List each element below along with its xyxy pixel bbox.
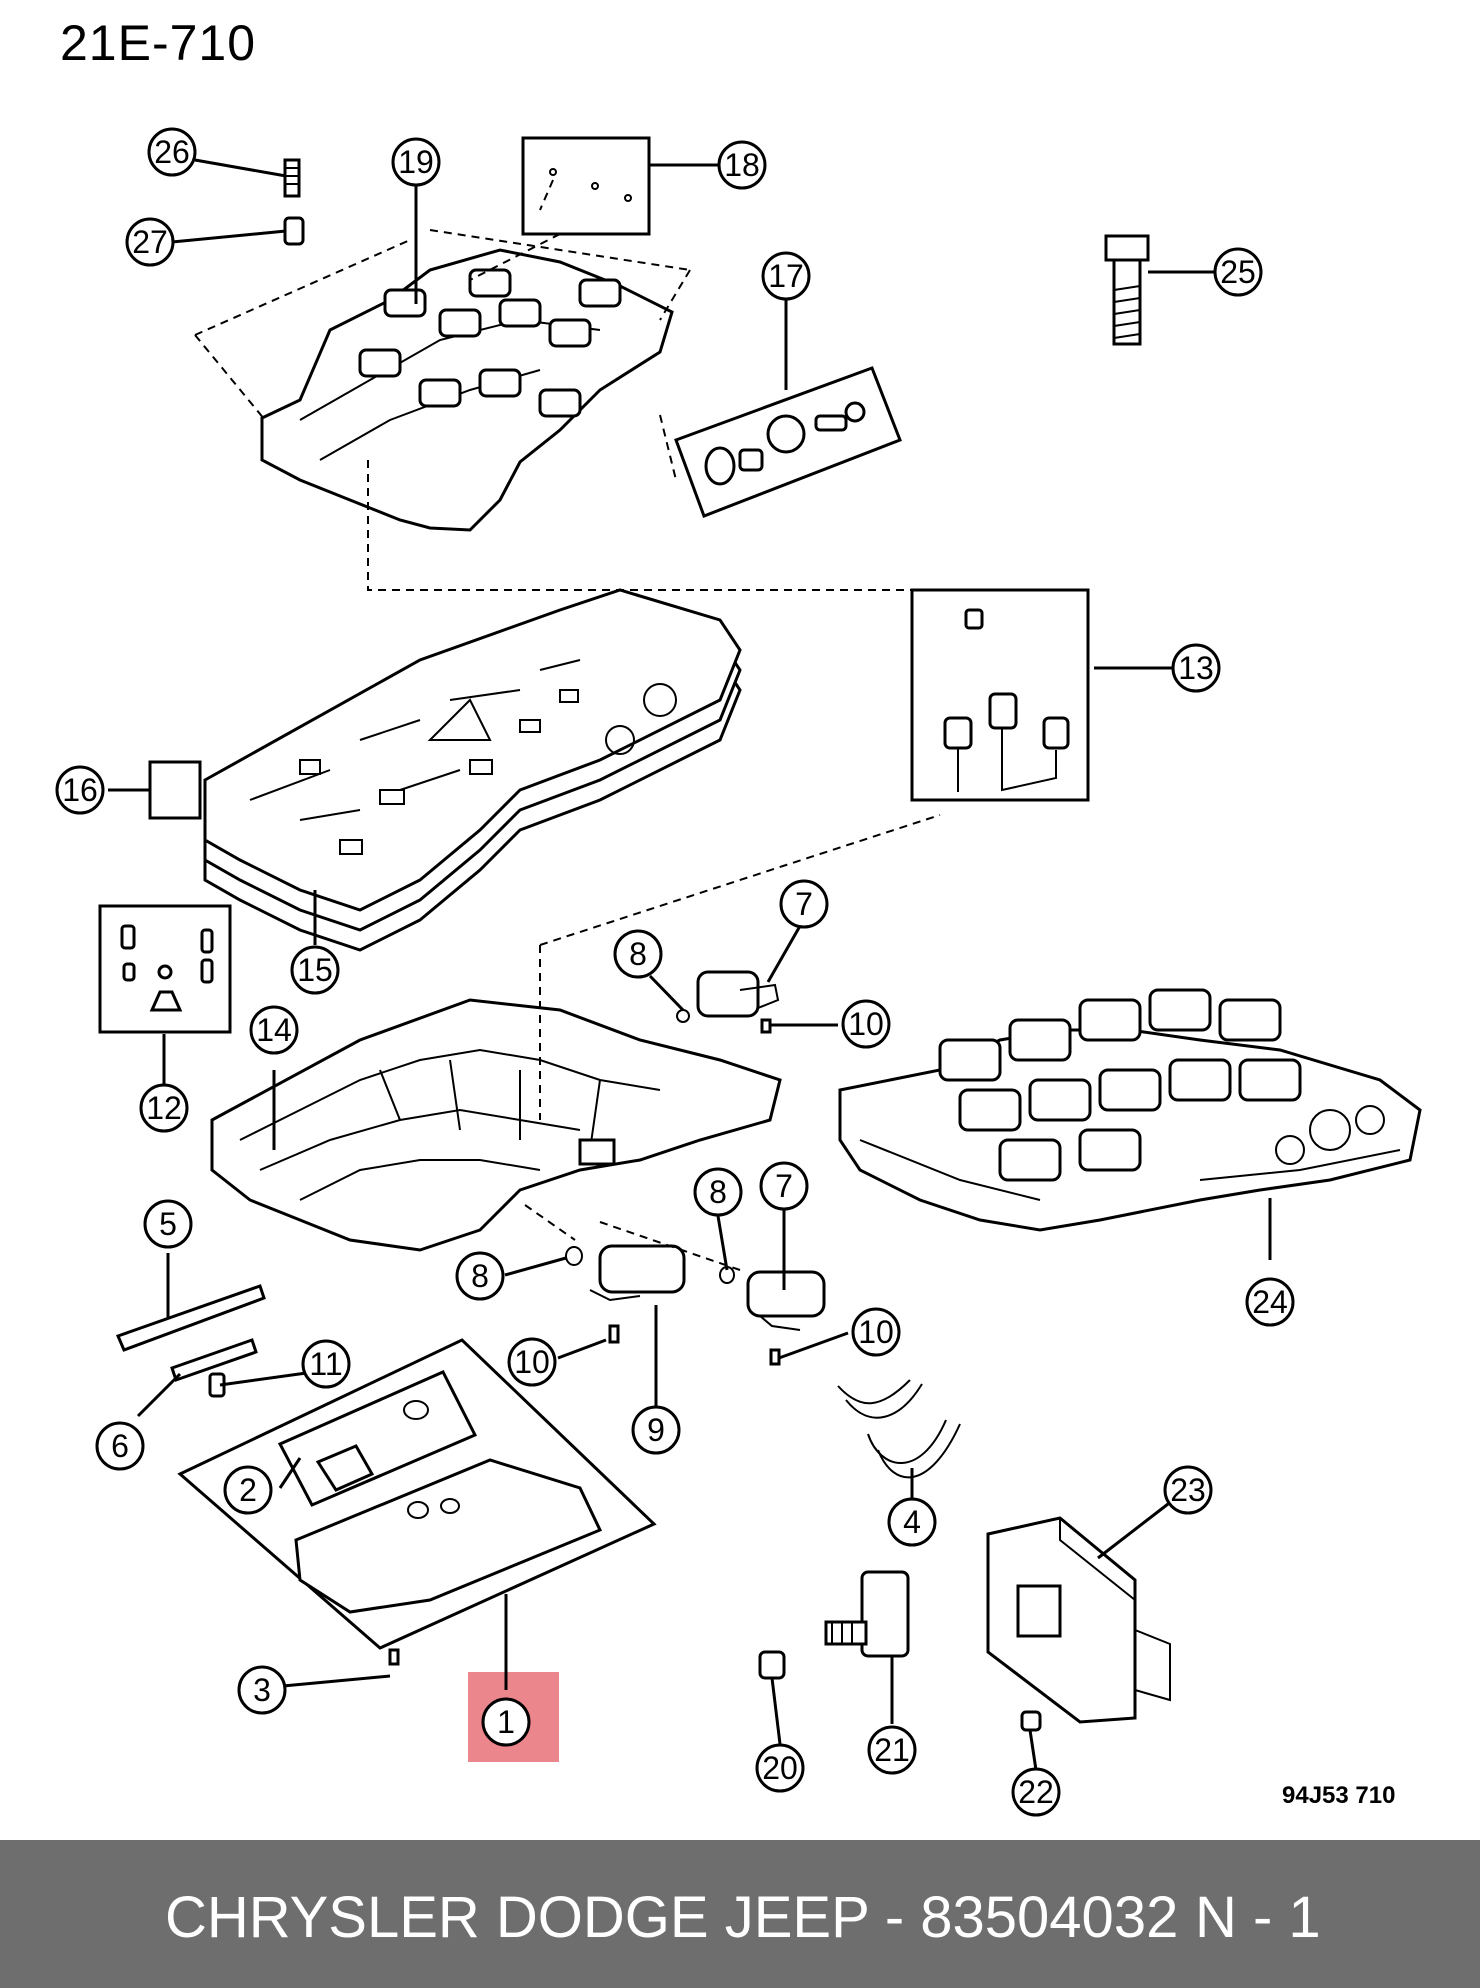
- svg-text:3: 3: [253, 1672, 271, 1708]
- callout-11: 11: [301, 1339, 351, 1389]
- callout-12: 12: [139, 1083, 189, 1133]
- leader-lines: [108, 158, 1272, 1771]
- svg-text:21: 21: [874, 1732, 910, 1768]
- svg-text:7: 7: [775, 1168, 793, 1204]
- svg-text:22: 22: [1018, 1774, 1054, 1810]
- svg-text:10: 10: [514, 1344, 550, 1380]
- callout-2: 2: [223, 1465, 273, 1515]
- upper-valve-body: [260, 248, 674, 532]
- svg-text:8: 8: [709, 1174, 727, 1210]
- callout-7-lower: 7: [759, 1161, 809, 1211]
- callout-3: 3: [237, 1665, 287, 1715]
- exploded-parts-diagram: 1 2 3 4 5 6 7 7 8 8 8 9 10 10 10 11 12 1…: [55, 127, 1422, 1817]
- callout-19: 19: [391, 137, 441, 187]
- svg-text:11: 11: [309, 1346, 342, 1382]
- callout-8-lower: 8: [455, 1251, 505, 1301]
- svg-text:9: 9: [647, 1412, 665, 1448]
- separator-plate-gaskets: [203, 588, 742, 952]
- diagram-code: 21E-710: [60, 15, 257, 71]
- footer-bar: CHRYSLER DODGE JEEP - 83504032 N - 1: [0, 1840, 1480, 1988]
- svg-text:4: 4: [903, 1504, 921, 1540]
- callout-10-left: 10: [507, 1337, 557, 1387]
- callout-1: 1: [481, 1697, 531, 1747]
- part-number-label: CHRYSLER DODGE JEEP - 83504032: [165, 1885, 1179, 1950]
- solenoid-lower: [719, 1266, 826, 1366]
- svg-text:1: 1: [497, 1704, 515, 1740]
- svg-text:12: 12: [146, 1090, 182, 1126]
- svg-text:8: 8: [471, 1258, 489, 1294]
- plug-26: [283, 158, 301, 198]
- bolt-25: [1104, 234, 1150, 346]
- svg-text:14: 14: [256, 1012, 292, 1048]
- callout-18: 18: [717, 140, 767, 190]
- svg-text:6: 6: [111, 1428, 129, 1464]
- fitting-27: [283, 216, 305, 246]
- bracket-5: [115, 1284, 266, 1352]
- accumulator-parts-box: [910, 588, 1090, 802]
- sensor-20: [758, 1650, 786, 1680]
- callout-4: 4: [887, 1497, 937, 1547]
- callout-17: 17: [761, 251, 811, 301]
- tubes-4: [837, 1379, 961, 1479]
- callout-16: 16: [55, 765, 105, 815]
- callout-23: 23: [1163, 1465, 1213, 1515]
- separator-plate-small: [469, 136, 651, 281]
- drawing-reference-code: 94J53 710: [1282, 1782, 1396, 1809]
- callout-5: 5: [143, 1199, 193, 1249]
- lower-valve-body: [210, 998, 782, 1252]
- solenoid-upper: [676, 970, 780, 1034]
- nut-22: [1020, 1710, 1042, 1732]
- svg-text:18: 18: [724, 147, 760, 183]
- valve-body-assembly: [838, 988, 1422, 1232]
- callout-10-right: 10: [851, 1307, 901, 1357]
- page-indicator: N - 1: [1195, 1885, 1321, 1950]
- svg-text:8: 8: [629, 936, 647, 972]
- valve-spring-kit-box: [659, 366, 902, 518]
- svg-text:26: 26: [154, 134, 190, 170]
- svg-text:27: 27: [132, 224, 168, 260]
- check-ball-kit-box: [98, 904, 232, 1034]
- svg-text:20: 20: [762, 1750, 798, 1786]
- callout-6: 6: [95, 1421, 145, 1471]
- callout-15: 15: [290, 945, 340, 995]
- svg-text:10: 10: [848, 1006, 884, 1042]
- callout-20: 20: [755, 1743, 805, 1793]
- callout-8-upper: 8: [613, 929, 663, 979]
- callout-13: 13: [1171, 643, 1221, 693]
- svg-text:23: 23: [1170, 1472, 1206, 1508]
- control-module-23: [986, 1516, 1171, 1724]
- svg-text:7: 7: [795, 886, 813, 922]
- svg-text:19: 19: [398, 144, 434, 180]
- callout-22: 22: [1011, 1767, 1061, 1817]
- svg-text:17: 17: [768, 258, 804, 294]
- callout-10-upper: 10: [841, 999, 891, 1049]
- sensor-21: [824, 1570, 910, 1658]
- svg-text:10: 10: [858, 1314, 894, 1350]
- svg-text:13: 13: [1178, 650, 1214, 686]
- callout-25: 25: [1213, 247, 1263, 297]
- svg-text:5: 5: [159, 1206, 177, 1242]
- callout-9: 9: [631, 1405, 681, 1455]
- callout-14: 14: [249, 1005, 299, 1055]
- callout-24: 24: [1245, 1277, 1295, 1327]
- svg-text:2: 2: [239, 1472, 257, 1508]
- bracket-6: [170, 1338, 258, 1382]
- callout-27: 27: [125, 217, 175, 267]
- svg-text:25: 25: [1220, 254, 1256, 290]
- callout-7-upper: 7: [779, 879, 829, 929]
- svg-text:15: 15: [297, 952, 333, 988]
- callout-8-middle: 8: [693, 1167, 743, 1217]
- svg-text:24: 24: [1252, 1284, 1288, 1320]
- solenoid-9: [565, 1244, 686, 1344]
- callout-21: 21: [867, 1725, 917, 1775]
- svg-text:16: 16: [62, 772, 98, 808]
- callout-26: 26: [147, 127, 197, 177]
